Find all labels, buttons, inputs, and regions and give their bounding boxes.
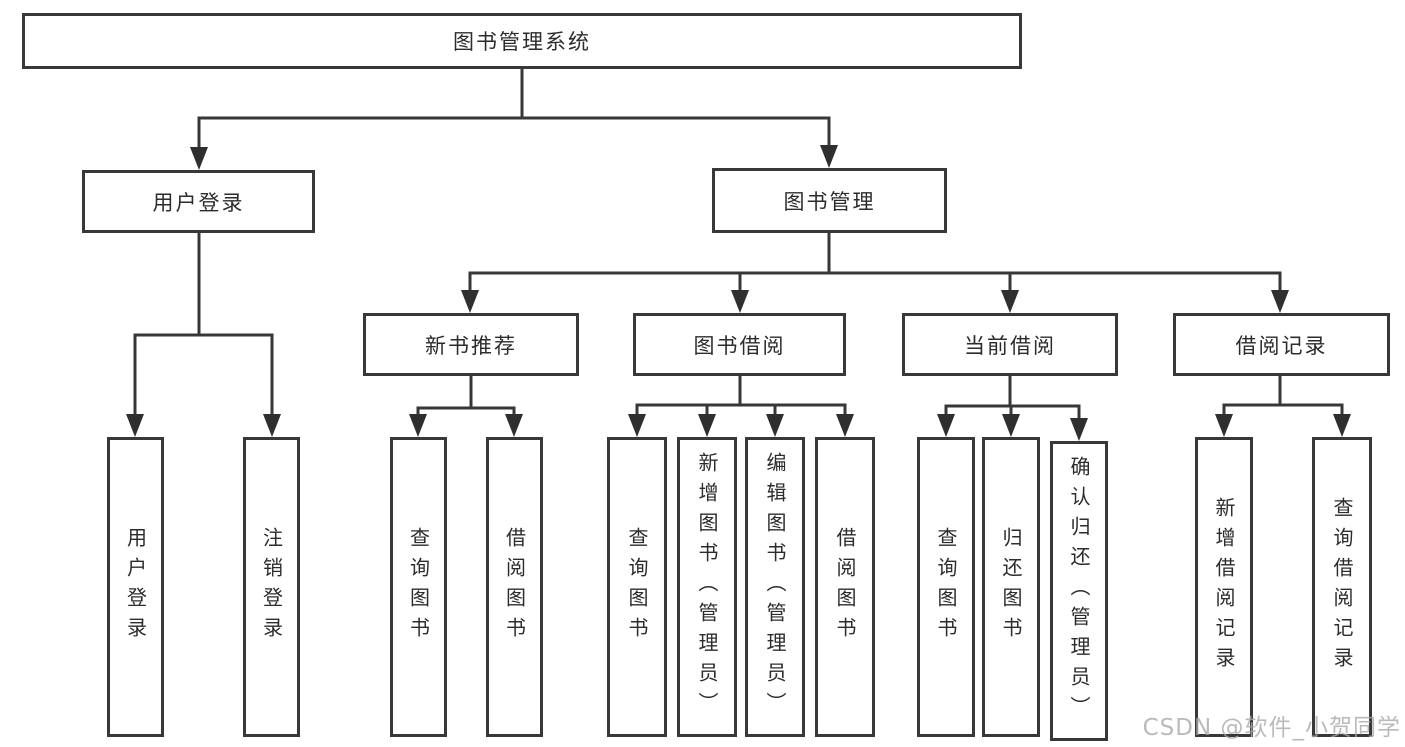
leaf-add-books-admin: 新增图书（管理员） xyxy=(677,437,737,737)
arrowhead-icon xyxy=(1215,414,1233,437)
leaf-confirm-return-admin: 确认归还（管理员） xyxy=(1050,441,1108,741)
node-label: 查询图书 xyxy=(934,527,958,647)
connector xyxy=(133,333,274,417)
node-label: 用户登录 xyxy=(152,190,245,215)
node-label: 图书管理系统 xyxy=(453,30,591,54)
node-label: 借阅记录 xyxy=(1235,333,1328,358)
arrowhead-icon xyxy=(461,290,479,313)
arrowhead-icon xyxy=(836,414,854,437)
node-label: 查询图书 xyxy=(625,527,649,647)
node-book-management: 图书管理 xyxy=(712,168,947,233)
arrowhead-icon xyxy=(505,414,523,437)
node-label: 借阅图书 xyxy=(833,527,857,647)
leaf-edit-books-admin: 编辑图书（管理员） xyxy=(745,437,805,737)
node-new-book-recommend: 新书推荐 xyxy=(363,313,579,376)
arrowhead-icon xyxy=(1333,414,1351,437)
arrowhead-icon xyxy=(731,290,749,313)
connector xyxy=(197,116,831,150)
leaf-borrow-books: 借阅图书 xyxy=(815,437,875,737)
arrowhead-icon xyxy=(766,414,784,437)
arrowhead-icon xyxy=(409,414,427,437)
node-label: 当前借阅 xyxy=(964,333,1056,358)
leaf-return-books: 归还图书 xyxy=(982,437,1040,737)
node-label: 归还图书 xyxy=(999,527,1023,647)
arrowhead-icon xyxy=(937,414,955,437)
connector xyxy=(635,403,847,417)
node-label: 查询借阅记录 xyxy=(1330,497,1354,677)
leaf-query-borrow-record: 查询借阅记录 xyxy=(1312,437,1372,737)
arrowhead-icon xyxy=(263,414,281,437)
arrowhead-icon xyxy=(698,414,716,437)
node-label: 编辑图书（管理员） xyxy=(763,452,787,722)
arrowhead-icon xyxy=(628,414,646,437)
node-label: 图书借阅 xyxy=(693,333,786,358)
node-label: 图书管理 xyxy=(783,189,876,214)
arrowhead-icon xyxy=(126,414,144,437)
connector xyxy=(416,406,516,417)
node-label: 借阅图书 xyxy=(502,527,527,647)
node-root: 图书管理系统 xyxy=(22,13,1022,69)
node-label: 用户登录 xyxy=(123,527,148,647)
node-label: 注销登录 xyxy=(259,527,284,647)
node-book-borrowing: 图书借阅 xyxy=(633,313,846,376)
leaf-query-books-recommend: 查询图书 xyxy=(390,437,447,737)
node-label: 查询图书 xyxy=(406,527,431,647)
leaf-borrow-books-recommend: 借阅图书 xyxy=(486,437,543,737)
arrowhead-icon xyxy=(820,145,838,168)
node-current-borrowing: 当前借阅 xyxy=(902,313,1118,376)
leaf-query-books-current: 查询图书 xyxy=(917,437,975,737)
connector xyxy=(1222,403,1344,417)
arrowhead-icon xyxy=(1070,418,1088,441)
arrowhead-icon xyxy=(1002,414,1020,437)
node-borrow-records: 借阅记录 xyxy=(1173,313,1390,376)
leaf-add-borrow-record: 新增借阅记录 xyxy=(1195,437,1253,737)
leaf-logout: 注销登录 xyxy=(243,437,300,737)
node-label: 新增图书（管理员） xyxy=(695,452,719,722)
node-user-login: 用户登录 xyxy=(82,170,315,233)
arrowhead-icon xyxy=(190,147,208,170)
arrowhead-icon xyxy=(1271,290,1289,313)
node-label: 新书推荐 xyxy=(425,333,517,358)
leaf-query-books-borrow: 查询图书 xyxy=(607,437,667,737)
connector xyxy=(468,271,1282,293)
csdn-watermark: CSDN @软件_小贺同学 xyxy=(1142,715,1401,741)
arrowhead-icon xyxy=(1001,290,1019,313)
node-label: 确认归还（管理员） xyxy=(1067,456,1091,726)
node-label: 新增借阅记录 xyxy=(1212,497,1236,677)
leaf-user-login: 用户登录 xyxy=(107,437,164,737)
